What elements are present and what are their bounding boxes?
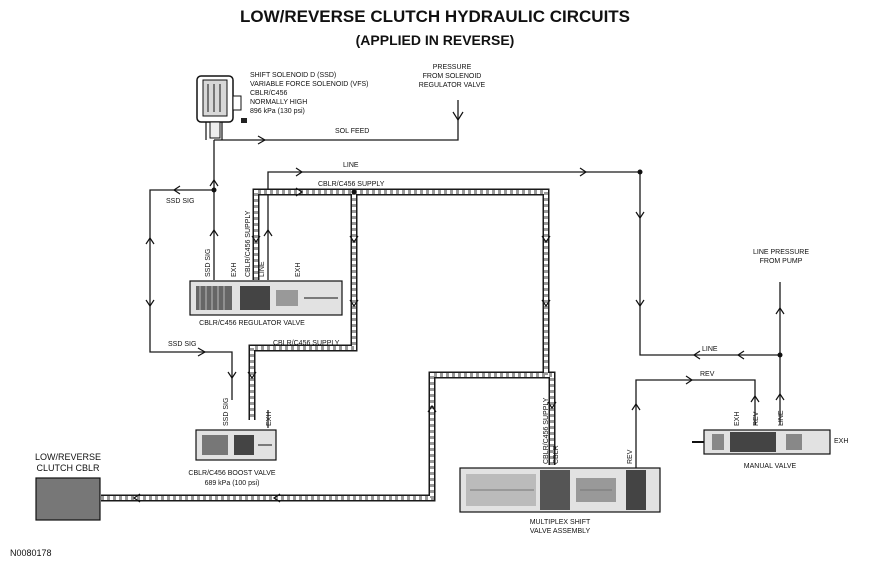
svg-text:EXH: EXH (734, 412, 741, 426)
svg-text:896 kPa (130 psi): 896 kPa (130 psi) (250, 108, 305, 115)
svg-text:CBLR/C456: CBLR/C456 (250, 90, 287, 97)
line-pressure-label: LINE PRESSURE FROM PUMP (753, 249, 809, 265)
svg-text:SHIFT SOLENOID D (SSD): SHIFT SOLENOID D (SSD) (250, 72, 336, 79)
ssd-sig-label-bottom: SSD SIG (168, 341, 196, 348)
svg-text:NORMALLY HIGH: NORMALLY HIGH (250, 99, 307, 106)
svg-text:FROM PUMP: FROM PUMP (760, 258, 803, 265)
regulator-valve (189, 280, 343, 316)
cblr-supply-label-bottom: CBLR/C456 SUPPLY (273, 340, 340, 347)
svg-text:EXH: EXH (231, 263, 238, 277)
junction-dots (211, 169, 783, 358)
svg-text:LINE: LINE (259, 261, 266, 277)
svg-text:VARIABLE FORCE SOLENOID (VFS): VARIABLE FORCE SOLENOID (VFS) (250, 81, 369, 88)
flow-arrows (132, 111, 785, 503)
multiplex-valve-label: MULTIPLEX SHIFT VALVE ASSEMBLY (530, 519, 591, 535)
svg-text:CBLR/C456 BOOST VALVE: CBLR/C456 BOOST VALVE (188, 470, 275, 477)
svg-text:EXH: EXH (266, 412, 273, 426)
svg-text:MULTIPLEX SHIFT: MULTIPLEX SHIFT (530, 519, 591, 526)
sol-feed-label: SOL FEED (335, 128, 369, 135)
svg-text:PRESSURE: PRESSURE (433, 64, 472, 71)
svg-text:REV: REV (753, 411, 760, 426)
svg-text:SSD SIG: SSD SIG (223, 398, 230, 426)
manual-valve-label: MANUAL VALVE (744, 463, 797, 470)
multiplex-shift-valve (459, 467, 661, 513)
svg-text:SSD SIG: SSD SIG (205, 249, 212, 277)
svg-text:REV: REV (627, 449, 634, 464)
svg-text:LINE PRESSURE: LINE PRESSURE (753, 249, 809, 256)
svg-text:CBLR/C456 SUPPLY: CBLR/C456 SUPPLY (543, 397, 550, 464)
clutch-label: LOW/REVERSE CLUTCH CBLR (35, 452, 101, 473)
figure-id: N0080178 (10, 548, 52, 558)
boost-valve-label: CBLR/C456 BOOST VALVE 689 kPa (100 psi) (188, 470, 275, 487)
cblr-supply-lines (101, 188, 556, 502)
svg-text:EXH: EXH (295, 263, 302, 277)
svg-text:CLUTCH CBLR: CLUTCH CBLR (36, 463, 100, 473)
svg-text:FROM SOLENOID: FROM SOLENOID (423, 73, 482, 80)
cblr-supply-label-top: CBLR/C456 SUPPLY (318, 181, 385, 188)
line-label-top: LINE (343, 162, 359, 169)
regulator-valve-ports: SSD SIG EXH CBLR/C456 SUPPLY LINE EXH (205, 210, 302, 277)
low-reverse-clutch (35, 477, 101, 521)
diagram-title: LOW/REVERSE CLUTCH HYDRAULIC CIRCUITS (240, 7, 630, 26)
svg-text:LINE: LINE (778, 410, 785, 426)
boost-valve (195, 429, 277, 461)
svg-text:689 kPa (100 psi): 689 kPa (100 psi) (205, 480, 260, 487)
rev-label: REV (700, 371, 715, 378)
svg-text:CBLR/C456 SUPPLY: CBLR/C456 SUPPLY (245, 210, 252, 277)
line-label-right: LINE (702, 346, 718, 353)
svg-text:LOW/REVERSE: LOW/REVERSE (35, 452, 101, 462)
regulator-valve-label: CBLR/C456 REGULATOR VALVE (199, 320, 305, 327)
svg-text:VALVE ASSEMBLY: VALVE ASSEMBLY (530, 528, 591, 535)
svg-text:REGULATOR VALVE: REGULATOR VALVE (419, 82, 486, 89)
manual-valve-side-exh: EXH (834, 438, 848, 445)
solenoid-label: SHIFT SOLENOID D (SSD) VARIABLE FORCE SO… (250, 72, 369, 115)
manual-valve (692, 429, 831, 455)
manual-valve-ports: EXH REV LINE (734, 410, 785, 426)
shift-solenoid-d (196, 75, 247, 140)
ssd-sig-label-top: SSD SIG (166, 198, 194, 205)
pressure-source-label: PRESSURE FROM SOLENOID REGULATOR VALVE (419, 64, 486, 89)
svg-text:CBLR: CBLR (553, 445, 560, 464)
multiplex-valve-ports: CBLR/C456 SUPPLY CBLR REV (543, 397, 634, 464)
diagram-subtitle: (APPLIED IN REVERSE) (356, 32, 515, 48)
boost-valve-ports: SSD SIG EXH (223, 398, 273, 426)
